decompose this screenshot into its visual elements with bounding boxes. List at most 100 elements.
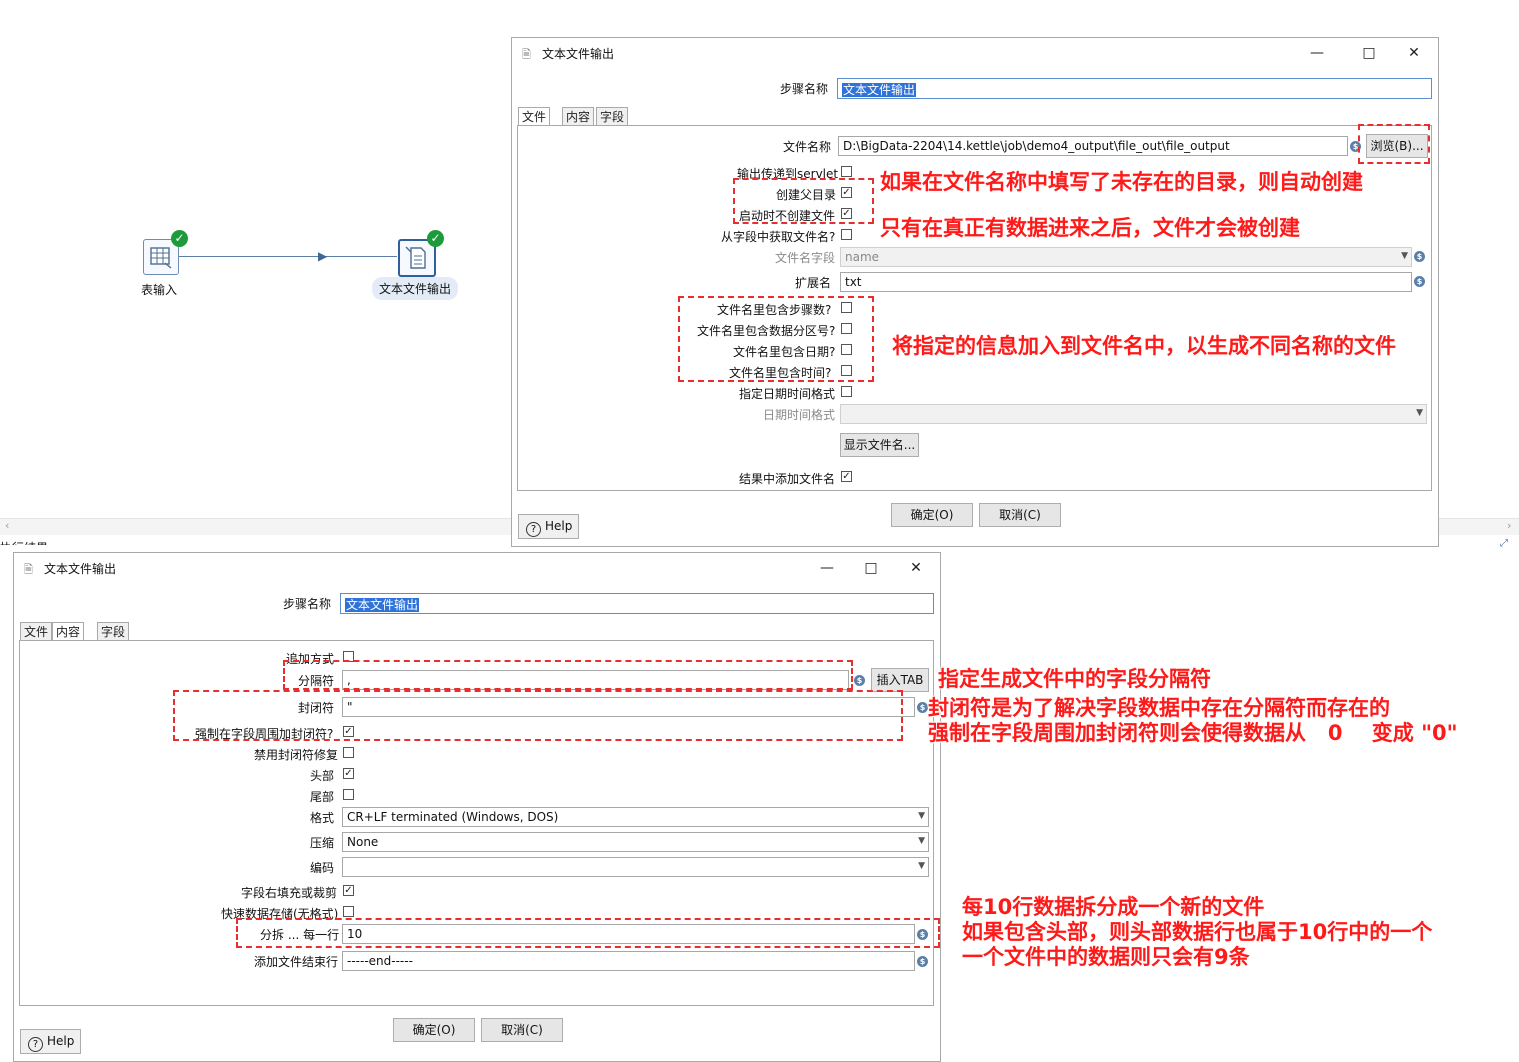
create-parent-folder-checkbox[interactable]: ✓: [841, 187, 852, 198]
maximize-icon[interactable]: □: [864, 560, 878, 576]
annotation-split-nine-rows: 一个文件中的数据则只会有9条: [962, 945, 1250, 969]
tab-content[interactable]: 内容: [52, 622, 85, 641]
include-partnr-checkbox[interactable]: [841, 323, 852, 334]
do-not-create-at-start-label: 启动时不创建文件: [739, 209, 836, 223]
variable-icon: $: [854, 675, 865, 686]
file-tab-panel: 文件名称 D:\BigData-2204\14.kettle\job\demo4…: [517, 125, 1432, 491]
encoding-select[interactable]: ▼: [342, 857, 929, 877]
text-file-output-dialog-content-tab: 🗎 文本文件输出 — □ ✕ 步骤名称 文本文件输出 文件 内容 字段 追加方式…: [13, 552, 941, 1062]
datetime-format-label: 日期时间格式: [763, 408, 836, 422]
do-not-create-at-start-checkbox[interactable]: ✓: [841, 208, 852, 219]
filename-from-field-label: 从字段中获取文件名?: [721, 230, 836, 244]
include-date-checkbox[interactable]: [841, 344, 852, 355]
variable-icon: $: [917, 956, 928, 967]
fast-dump-label: 快速数据存储(无格式): [221, 907, 339, 921]
dialog-titlebar[interactable]: 🗎 文本文件输出 — □ ✕: [14, 553, 940, 583]
chevron-down-icon: ▼: [1401, 251, 1408, 261]
header-label: 头部: [310, 769, 335, 783]
close-icon[interactable]: ✕: [910, 560, 922, 576]
header-checkbox[interactable]: ✓: [343, 768, 354, 779]
format-select[interactable]: CR+LF terminated (Windows, DOS)▼: [342, 807, 929, 827]
footer-checkbox[interactable]: [343, 789, 354, 800]
highlight-browse-button: [1358, 124, 1430, 164]
table-input-node[interactable]: [143, 239, 179, 275]
annotation-split-every: 每10行数据拆分成一个新的文件: [962, 895, 1265, 919]
filename-field-select[interactable]: name▼: [840, 247, 1412, 267]
ok-button[interactable]: 确定(O): [891, 503, 973, 527]
highlight-enclosure: [173, 690, 903, 741]
text-file-output-dialog-file-tab: 🗎 文本文件输出 — □ ✕ 步骤名称 文本文件输出 文件 内容 字段 文件名称…: [511, 37, 1439, 547]
tab-file[interactable]: 文件: [20, 622, 53, 640]
dialog-titlebar[interactable]: 🗎 文本文件输出 — □ ✕: [512, 38, 1438, 68]
filename-label: 文件名称: [783, 140, 832, 154]
minimize-icon[interactable]: —: [820, 560, 834, 576]
cancel-button[interactable]: 取消(C): [481, 1018, 563, 1042]
tab-content[interactable]: 内容: [562, 107, 595, 125]
variable-icon: $: [917, 929, 928, 940]
show-filename-button[interactable]: 显示文件名...: [840, 433, 919, 457]
execution-results-tab[interactable]: 执行结果: [0, 537, 48, 545]
disable-enclosure-fix-checkbox[interactable]: [343, 747, 354, 758]
minimize-icon[interactable]: —: [1310, 45, 1324, 61]
text-file-icon: [405, 246, 426, 269]
enclosure-input[interactable]: ": [342, 697, 915, 717]
end-line-input[interactable]: -----end-----: [342, 951, 915, 971]
hop-arrow-icon: ▶: [318, 249, 328, 263]
ok-button[interactable]: 确定(O): [393, 1018, 475, 1042]
fast-dump-checkbox[interactable]: [343, 906, 354, 917]
specify-datetime-format-checkbox[interactable]: [841, 386, 852, 397]
insert-tab-button[interactable]: 插入TAB: [871, 668, 929, 692]
scroll-right-icon[interactable]: ›: [1507, 519, 1512, 532]
table-input-label: 表输入: [141, 283, 178, 297]
annotation-create-parent-folder: 如果在文件名称中填写了未存在的目录，则自动创建: [880, 170, 1363, 194]
create-parent-folder-label: 创建父目录: [776, 188, 837, 202]
add-filename-to-result-checkbox[interactable]: ✓: [841, 471, 852, 482]
scroll-left-icon[interactable]: ‹: [5, 519, 10, 532]
help-button[interactable]: ?Help: [20, 1029, 81, 1054]
annotation-enclosure: 封闭符是为了解决字段数据中存在分隔符而存在的: [928, 696, 1390, 720]
maximize-icon[interactable]: □: [1362, 45, 1376, 61]
include-stepnr-label: 文件名里包含步骤数?: [717, 303, 832, 317]
compression-select[interactable]: None▼: [342, 832, 929, 852]
browse-button[interactable]: 浏览(B)...: [1366, 134, 1428, 158]
step-name-input[interactable]: 文本文件输出: [340, 593, 934, 614]
extension-input[interactable]: txt: [840, 272, 1412, 292]
text-output-label: 文本文件输出: [372, 277, 459, 300]
split-every-label: 分拆 ... 每一行: [260, 928, 340, 942]
help-icon: ?: [28, 1037, 43, 1052]
expand-icon[interactable]: ⤢: [1500, 538, 1508, 549]
filename-input[interactable]: D:\BigData-2204\14.kettle\job\demo4_outp…: [838, 136, 1348, 156]
force-enclosure-label: 强制在字段周围加封闭符?: [195, 727, 334, 741]
highlight-separator: [283, 660, 853, 690]
help-button[interactable]: ?Help: [518, 514, 579, 539]
include-stepnr-checkbox[interactable]: [841, 302, 852, 313]
filename-from-field-checkbox[interactable]: [841, 229, 852, 240]
tab-fields[interactable]: 字段: [97, 622, 130, 640]
datetime-format-select[interactable]: ▼: [840, 404, 1427, 424]
annotation-separator: 指定生成文件中的字段分隔符: [938, 667, 1211, 691]
step-name-input[interactable]: 文本文件输出: [837, 78, 1432, 99]
footer-label: 尾部: [310, 790, 335, 804]
variable-icon: $: [1350, 141, 1361, 152]
compression-label: 压缩: [310, 836, 335, 850]
success-check-icon: ✓: [427, 230, 444, 247]
pad-fields-checkbox[interactable]: ✓: [343, 885, 354, 896]
include-partnr-label: 文件名里包含数据分区号?: [697, 324, 836, 338]
close-icon[interactable]: ✕: [1408, 45, 1420, 61]
filename-field-label: 文件名字段: [775, 251, 836, 265]
help-icon: ?: [526, 522, 541, 537]
annotation-force-enclosure: 强制在字段周围加封闭符则会使得数据从 0 变成 "0": [928, 721, 1458, 745]
include-time-checkbox[interactable]: [841, 365, 852, 376]
force-enclosure-checkbox[interactable]: ✓: [343, 726, 354, 737]
dialog-title: 文本文件输出: [44, 562, 117, 576]
cancel-button[interactable]: 取消(C): [979, 503, 1061, 527]
tab-file[interactable]: 文件: [518, 107, 551, 126]
servlet-label: 输出传递到servlet: [737, 167, 839, 181]
servlet-checkbox[interactable]: [841, 166, 852, 177]
tab-fields[interactable]: 字段: [596, 107, 629, 125]
format-label: 格式: [310, 811, 335, 825]
split-every-input[interactable]: 10: [342, 924, 915, 944]
variable-icon: $: [917, 702, 928, 713]
annotation-filename-info: 将指定的信息加入到文件名中，以生成不同名称的文件: [892, 334, 1396, 358]
hop-line[interactable]: [177, 256, 397, 257]
